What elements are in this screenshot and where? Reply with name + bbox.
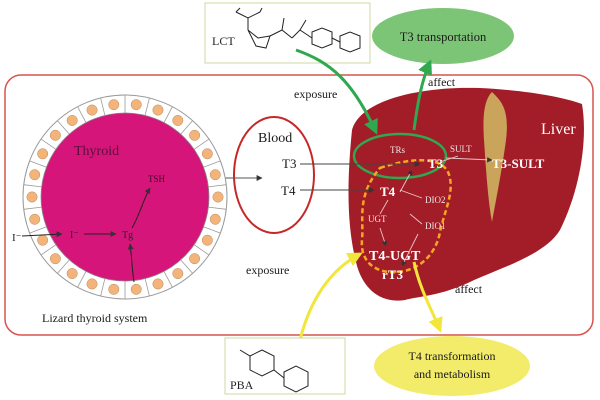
follicle-cell-nucleus: [108, 99, 120, 111]
t3-sult-label: T3-SULT: [492, 156, 545, 171]
follicle-cell-divider: [77, 106, 87, 123]
follicle-cell-divider: [193, 244, 210, 256]
follicle-cell-divider: [208, 184, 227, 188]
follicle-cell-nucleus: [37, 148, 49, 160]
follicle-cell-divider: [77, 271, 87, 288]
follicle-cell-nucleus: [37, 234, 49, 246]
follicle-cell-nucleus: [189, 129, 201, 141]
exposure-top-label: exposure: [294, 87, 337, 101]
tg-label: Tg: [122, 230, 133, 241]
blood-ring: [233, 116, 315, 234]
t4-transformation-label: T4 transformation: [409, 349, 496, 363]
affect-bottom-label: affect: [455, 282, 483, 296]
blood-t4-label: T4: [281, 183, 296, 198]
dio2-label: DIO2: [425, 195, 446, 205]
t4-affect-arrow: [412, 261, 443, 333]
follicle-cell-divider: [208, 206, 227, 210]
and-metabolism-label: and metabolism: [414, 367, 491, 381]
lizard-thyroid-system-label: Lizard thyroid system: [42, 311, 148, 325]
lct-label: LCT: [212, 34, 235, 48]
liver-t4-label: T4: [380, 184, 396, 199]
follicle-cell-nucleus: [209, 213, 221, 225]
t4-transformation-bubble: [374, 336, 530, 396]
follicle-cell-divider: [203, 226, 221, 234]
follicle-cell-divider: [29, 160, 47, 168]
lct-structure: LCT: [204, 2, 371, 64]
follicle-cell-nucleus: [212, 191, 224, 203]
follicle-cell-divider: [180, 120, 193, 135]
t3-affect-arrow: [412, 59, 432, 131]
t4-ugt-label: T4-UGT: [369, 249, 421, 264]
iodide-uptake-arrow: [21, 231, 63, 238]
lct-exposure-arrow: [295, 48, 378, 135]
follicle-cell-nucleus: [172, 268, 184, 279]
follicle-cell-nucleus: [130, 99, 142, 111]
follicle-cell-nucleus: [201, 234, 213, 246]
t3-transportation-label: T3 transportation: [400, 30, 487, 44]
follicle-cell-nucleus: [189, 253, 201, 265]
liver-label: Liver: [541, 121, 576, 138]
tg-up-arrow: [127, 243, 135, 283]
thyroid-colloid: [40, 112, 210, 282]
follicle-cell-divider: [193, 138, 210, 150]
blood-t3-label: T3: [282, 156, 296, 171]
follicle-cell-nucleus: [152, 278, 164, 290]
liver-shape: [348, 87, 584, 301]
follicle-cell-nucleus: [49, 129, 61, 141]
blood-label: Blood: [258, 131, 292, 146]
sult-label: SULT: [450, 144, 472, 154]
follicle-cell-divider: [40, 244, 57, 256]
follicle-cell-divider: [163, 271, 173, 288]
dio1-label: DIO1: [425, 221, 446, 231]
follicle-cell-nucleus: [29, 169, 41, 181]
follicle-cell-nucleus: [26, 191, 38, 203]
follicle-cell-nucleus: [66, 268, 78, 279]
follicle-cell-nucleus: [201, 148, 213, 160]
liver-t3-label: T3: [428, 156, 444, 171]
follicle-cell-nucleus: [108, 283, 120, 295]
follicle-cell-divider: [57, 259, 70, 274]
system-frame: [4, 74, 594, 336]
ugt-label: UGT: [368, 214, 387, 224]
t3-receptor-ring: [352, 132, 448, 180]
tg-to-tsh-arrow: [131, 187, 151, 229]
follicle-cell-ring: [23, 95, 227, 299]
t4-metabolism-region: [360, 159, 452, 274]
follicle-cell-divider: [180, 259, 193, 274]
follicle-cell-nucleus: [152, 104, 164, 116]
follicle-cell-divider: [100, 97, 106, 116]
follicle-cell-nucleus: [66, 115, 78, 126]
iodide-internal-label: I⁻: [70, 230, 79, 241]
follicle-cell-nucleus: [172, 115, 184, 126]
follicle-cell-divider: [144, 278, 150, 297]
follicle-cell-nucleus: [209, 169, 221, 181]
follicle-cell-nucleus: [49, 253, 61, 265]
affect-top-label: affect: [428, 75, 456, 89]
thyroid-label: Thyroid: [74, 144, 119, 159]
t3-transportation-bubble: [372, 8, 514, 64]
follicle-cell-divider: [23, 184, 42, 188]
rt3-label: rT3: [382, 267, 403, 282]
follicle-cell-divider: [40, 138, 57, 150]
trs-label: TRs: [390, 145, 406, 155]
follicle-cell-nucleus: [130, 283, 142, 295]
follicle-cell-divider: [100, 278, 106, 297]
iodide-external-label: I⁻: [12, 232, 22, 244]
gallbladder-shape: [483, 92, 507, 222]
follicle-cell-divider: [203, 160, 221, 168]
follicle-cell-divider: [144, 97, 150, 116]
follicle-cell-divider: [57, 120, 70, 135]
follicle-cell-divider: [163, 106, 173, 123]
follicle-cell-nucleus: [29, 213, 41, 225]
follicle-cell-divider: [23, 206, 42, 210]
pba-structure: PBA: [224, 337, 346, 395]
tsh-label: TSH: [148, 174, 166, 184]
exposure-bottom-label: exposure: [246, 263, 289, 277]
follicle-cell-nucleus: [86, 104, 98, 116]
pba-exposure-arrow: [298, 252, 363, 341]
pba-label: PBA: [230, 378, 254, 392]
follicle-cell-nucleus: [86, 278, 98, 290]
follicle-cell-divider: [29, 226, 47, 234]
